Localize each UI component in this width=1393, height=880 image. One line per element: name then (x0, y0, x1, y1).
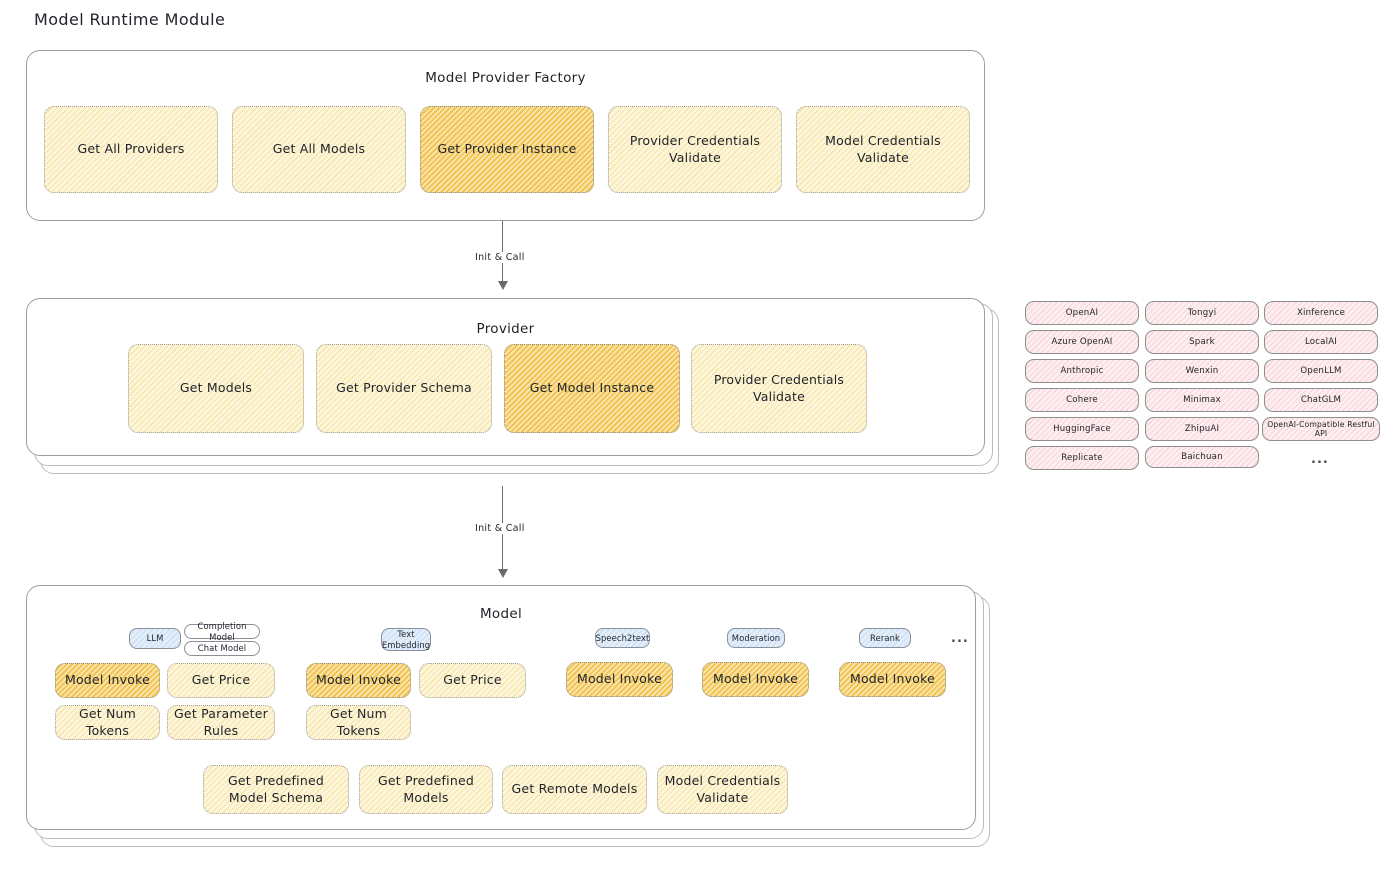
provider-chip-huggingface[interactable]: HuggingFace (1025, 417, 1139, 441)
model-op-llm-model-invoke[interactable]: Model Invoke (55, 663, 160, 698)
factory-block-get-all-models[interactable]: Get All Models (232, 106, 406, 193)
model-op-moderation-model-invoke[interactable]: Model Invoke (702, 662, 809, 697)
arrow-factory-to-provider-label: Init & Call (471, 252, 529, 263)
provider-chip-baichuan[interactable]: Baichuan (1145, 446, 1259, 468)
model-op-text-embedding-get-price[interactable]: Get Price (419, 663, 526, 698)
provider-chip-replicate[interactable]: Replicate (1025, 446, 1139, 470)
provider-block-get-model-instance[interactable]: Get Model Instance (504, 344, 680, 433)
provider-chip-tongyi[interactable]: Tongyi (1145, 301, 1259, 325)
provider-list-ellipsis: ... (1311, 452, 1329, 467)
provider-chip-openllm[interactable]: OpenLLM (1264, 359, 1378, 383)
factory-block-get-all-providers[interactable]: Get All Providers (44, 106, 218, 193)
model-op-speech2text-model-invoke[interactable]: Model Invoke (566, 662, 673, 697)
provider-chip-minimax[interactable]: Minimax (1145, 388, 1259, 412)
provider-block-provider-credentials-validate[interactable]: Provider Credentials Validate (691, 344, 867, 433)
model-op-text-embedding-model-invoke[interactable]: Model Invoke (306, 663, 411, 698)
model-op-model-credentials-validate[interactable]: Model Credentials Validate (657, 765, 788, 814)
model-op-llm-get-num-tokens[interactable]: Get Num Tokens (55, 705, 160, 740)
provider-chip-chatglm[interactable]: ChatGLM (1264, 388, 1378, 412)
model-op-get-predefined-model-schema[interactable]: Get Predefined Model Schema (203, 765, 349, 814)
model-title: Model (479, 606, 523, 622)
factory-title: Model Provider Factory (425, 70, 586, 86)
model-subtype-badge-completion-model[interactable]: Completion Model (184, 621, 260, 642)
provider-chip-localai[interactable]: LocalAI (1264, 330, 1378, 354)
provider-title: Provider (476, 321, 535, 337)
provider-chip-azure-openai[interactable]: Azure OpenAI (1025, 330, 1139, 354)
model-op-text-embedding-get-num-tokens[interactable]: Get Num Tokens (306, 705, 411, 740)
provider-chip-zhipuai[interactable]: ZhipuAI (1145, 417, 1259, 441)
provider-chip-spark[interactable]: Spark (1145, 330, 1259, 354)
model-type-badge-speech2text[interactable]: Speech2text (595, 628, 650, 648)
model-type-badge-rerank[interactable]: Rerank (859, 628, 911, 648)
model-type-badge-text-embedding[interactable]: Text Embedding (381, 628, 431, 651)
arrow-provider-to-model-label: Init & Call (471, 523, 529, 534)
model-op-llm-get-price[interactable]: Get Price (167, 663, 275, 698)
factory-block-get-provider-instance[interactable]: Get Provider Instance (420, 106, 594, 193)
factory-block-model-credentials-validate[interactable]: Model Credentials Validate (796, 106, 970, 193)
provider-chip-cohere[interactable]: Cohere (1025, 388, 1139, 412)
provider-block-get-provider-schema[interactable]: Get Provider Schema (316, 344, 492, 433)
page-title: Model Runtime Module (34, 10, 226, 29)
provider-chip-wenxin[interactable]: Wenxin (1145, 359, 1259, 383)
arrow-factory-to-provider-head (498, 281, 508, 290)
provider-chip-xinference[interactable]: Xinference (1264, 301, 1378, 325)
provider-chip-openai[interactable]: OpenAI (1025, 301, 1139, 325)
arrow-provider-to-model-head (498, 569, 508, 578)
model-type-badge-llm[interactable]: LLM (129, 628, 181, 649)
model-op-llm-get-parameter-rules[interactable]: Get Parameter Rules (167, 705, 275, 740)
provider-block-get-models[interactable]: Get Models (128, 344, 304, 433)
provider-chip-anthropic[interactable]: Anthropic (1025, 359, 1139, 383)
model-op-rerank-model-invoke[interactable]: Model Invoke (839, 662, 946, 697)
model-types-ellipsis: ... (951, 631, 969, 646)
model-op-get-predefined-models[interactable]: Get Predefined Models (359, 765, 493, 814)
model-op-get-remote-models[interactable]: Get Remote Models (502, 765, 647, 814)
factory-block-provider-credentials-validate[interactable]: Provider Credentials Validate (608, 106, 782, 193)
model-subtype-badge-chat-model[interactable]: Chat Model (184, 641, 260, 656)
provider-chip-openai-compatible-restful-api[interactable]: OpenAI-Compatible Restful API (1262, 417, 1380, 441)
model-type-badge-moderation[interactable]: Moderation (727, 628, 785, 648)
